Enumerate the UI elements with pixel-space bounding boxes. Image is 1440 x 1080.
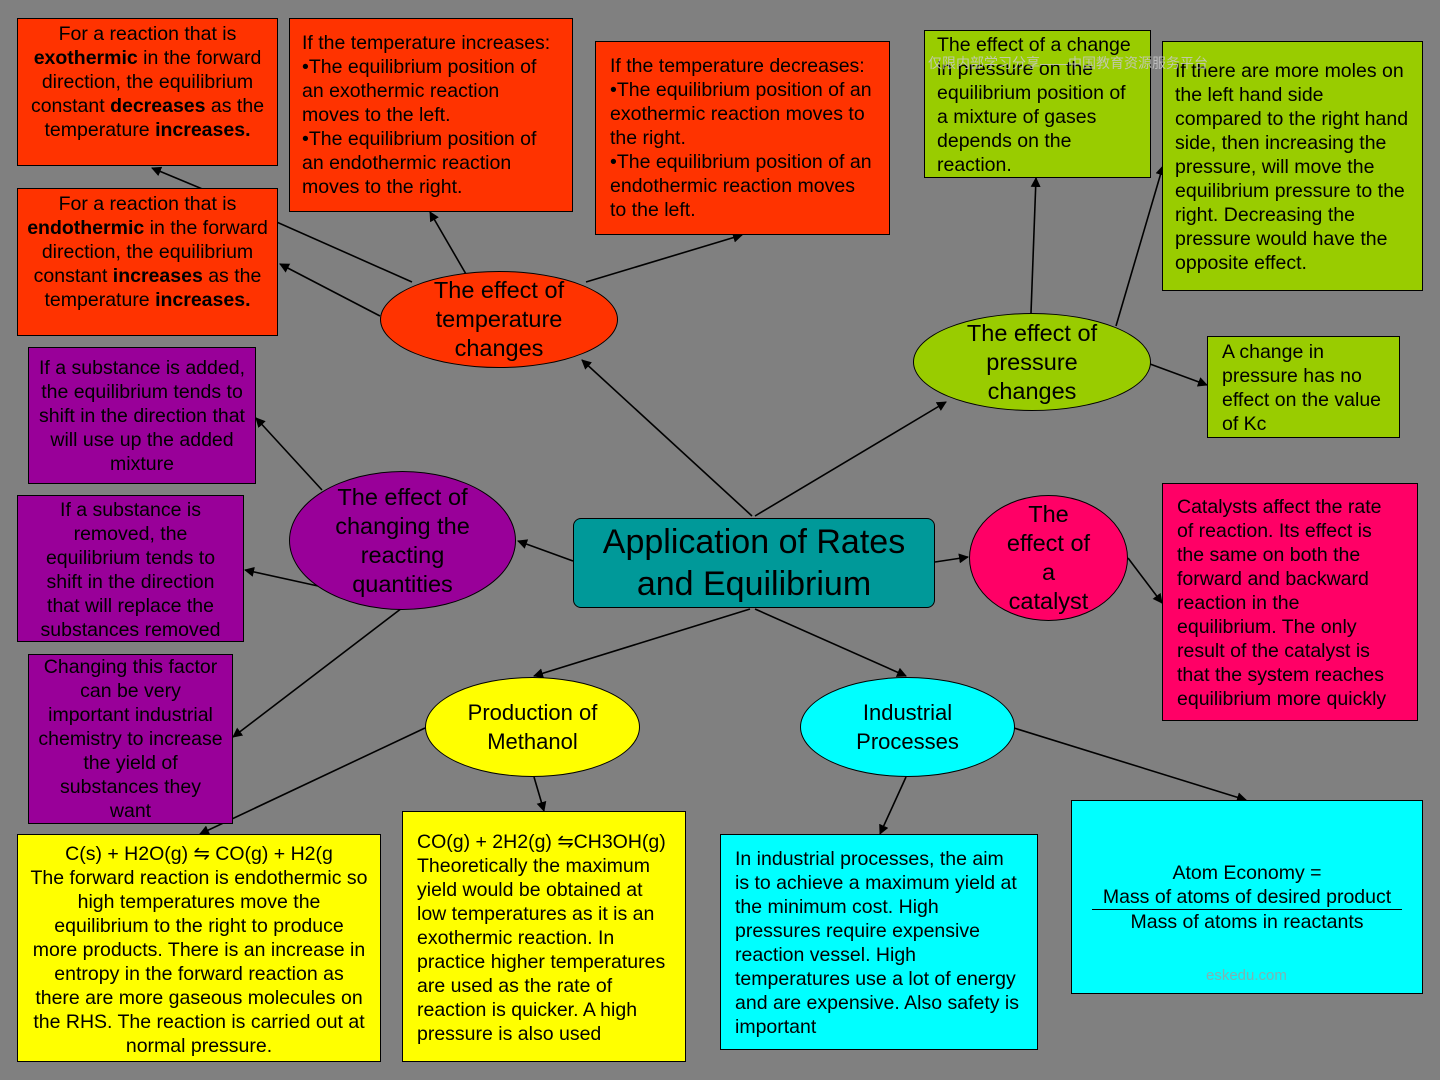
node-temperature-label: The effect of temperature changes <box>433 277 565 361</box>
atom-economy-label: Atom Economy = <box>1172 862 1322 884</box>
arrow-catalyst-text <box>1127 557 1163 604</box>
text: Changing this factor can be very importa… <box>38 656 223 822</box>
arrow-temperature-decrease <box>585 232 743 283</box>
text: in the forward direction, the equilibriu… <box>30 47 262 117</box>
text: If the temperature decreases: <box>610 55 865 77</box>
text: •The equilibrium position of an exotherm… <box>302 56 537 126</box>
node-industrial: Industrial Processes <box>800 677 1015 777</box>
text: •The equilibrium position of an endother… <box>302 128 537 198</box>
arrow-center-methanol <box>533 608 751 679</box>
node-methanol: Production of Methanol <box>425 677 640 777</box>
box-atom-economy: Atom Economy = Mass of atoms of desired … <box>1071 800 1423 994</box>
box-catalyst-text: Catalysts affect the rate of reaction. I… <box>1162 483 1418 721</box>
arrow-center-catalyst <box>934 553 969 564</box>
text: as the temperature <box>44 265 262 311</box>
node-pressure: The effect of pressure changes <box>913 313 1151 411</box>
arrow-methanol-eq <box>533 776 547 812</box>
text: If the temperature increases: <box>302 32 551 54</box>
text: In industrial processes, the aim is to a… <box>735 848 1019 1038</box>
watermark-top: 仅限内部学习分享——中国教育资源服务平台 <box>928 55 1208 71</box>
text: as the temperature <box>44 95 265 141</box>
bold-text: endothermic <box>27 217 145 239</box>
arrow-quantities-removed <box>244 567 319 587</box>
box-exothermic-kc: For a reaction that is exothermic in the… <box>17 18 278 166</box>
text: A change in pressure has no effect on th… <box>1222 341 1382 435</box>
bold-text: increases <box>112 265 203 287</box>
text: If there are more moles on the left hand… <box>1175 60 1409 274</box>
watermark-bottom: eskedu.com <box>1206 967 1287 984</box>
node-quantities-label: The effect of changing the reacting quan… <box>335 483 470 597</box>
box-substance-added: If a substance is added, the equilibrium… <box>28 347 256 484</box>
arrow-temperature-endothermic <box>279 263 381 317</box>
arrow-quantities-factor <box>232 607 403 738</box>
equation: C(s) + H2O(g) ⇋ CO(g) + H2(g <box>65 843 333 865</box>
equation: CO(g) + 2H2(g) ⇋CH3OH(g) <box>417 831 666 853</box>
central-topic-text: Application of Rates and Equilibrium <box>602 523 906 603</box>
arrow-pressure-kc <box>1149 363 1208 387</box>
text: If a substance is removed, the equilibri… <box>40 499 221 641</box>
bold-text: decreases <box>110 95 206 117</box>
node-catalyst-label: The effect of a catalyst <box>1006 501 1091 614</box>
node-pressure-label: The effect of pressure changes <box>966 319 1098 404</box>
text: The effect of a change in pressure on th… <box>937 34 1131 176</box>
box-factor-industrial: Changing this factor can be very importa… <box>28 654 233 824</box>
text: •The equilibrium position of an exotherm… <box>610 79 872 149</box>
arrow-quantities-added <box>255 417 323 491</box>
box-pressure-gases: The effect of a change in pressure on th… <box>924 30 1151 178</box>
arrow-center-industrial <box>754 608 907 677</box>
arrow-center-temperature <box>581 359 753 517</box>
text: If a substance is added, the equilibrium… <box>39 357 245 475</box>
text: Catalysts affect the rate of reaction. I… <box>1177 496 1387 710</box>
arrow-center-pressure <box>754 401 947 517</box>
bold-text: exothermic <box>33 47 138 69</box>
node-quantities: The effect of changing the reacting quan… <box>289 471 516 610</box>
text: Theoretically the maximum yield would be… <box>417 855 666 1045</box>
box-methanol-equation: CO(g) + 2H2(g) ⇋CH3OH(g) Theoretically t… <box>402 811 686 1062</box>
arrow-pressure-moles <box>1115 165 1166 327</box>
box-pressure-kc: A change in pressure has no effect on th… <box>1207 336 1400 438</box>
node-catalyst: The effect of a catalyst <box>969 495 1128 621</box>
central-topic: Application of Rates and Equilibrium <box>573 518 935 608</box>
text: •The equilibrium position of an endother… <box>610 151 872 221</box>
node-temperature: The effect of temperature changes <box>380 271 618 368</box>
arrow-industrial-atom <box>1013 727 1247 803</box>
text: The forward reaction is endothermic so h… <box>30 867 368 1057</box>
fraction-denominator: Mass of atoms in reactants <box>1130 911 1364 933</box>
node-industrial-label: Industrial Processes <box>856 700 959 754</box>
box-endothermic-kc: For a reaction that is endothermic in th… <box>17 188 278 336</box>
arrow-methanol-carbon <box>199 727 426 835</box>
box-pressure-moles: If there are more moles on the left hand… <box>1162 41 1423 291</box>
box-temperature-increase: If the temperature increases: •The equil… <box>289 18 573 212</box>
arrow-industrial-text <box>879 776 907 835</box>
arrow-center-quantities <box>517 539 574 562</box>
text: For a reaction that is <box>58 193 237 215</box>
box-temperature-decrease: If the temperature decreases: •The equil… <box>595 41 890 235</box>
node-methanol-label: Production of Methanol <box>467 700 598 754</box>
text: For a reaction that is <box>58 23 237 45</box>
bold-text: increases. <box>155 289 251 311</box>
box-carbon-water: C(s) + H2O(g) ⇋ CO(g) + H2(g The forward… <box>17 834 381 1062</box>
box-industrial-text: In industrial processes, the aim is to a… <box>720 834 1038 1050</box>
bold-text: increases. <box>155 119 251 141</box>
fraction-numerator: Mass of atoms of desired product <box>1092 885 1402 910</box>
text: in the forward direction, the equilibriu… <box>33 217 268 287</box>
arrow-temperature-increase <box>429 211 471 282</box>
box-substance-removed: If a substance is removed, the equilibri… <box>17 495 244 642</box>
arrow-pressure-gases <box>1030 177 1041 314</box>
